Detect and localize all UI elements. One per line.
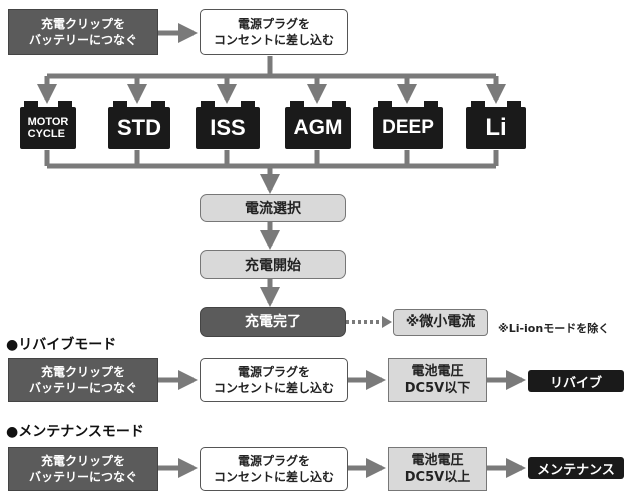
battery-icon <box>113 101 127 108</box>
battery-icon <box>241 101 255 108</box>
battery-label: MOTOR CYCLE <box>27 116 69 140</box>
battery-label: Li <box>485 114 507 141</box>
battery-iss: ISS <box>196 101 260 149</box>
li-ion-exclusion-note: ※Li-ionモードを除く <box>498 322 610 335</box>
battery-icon <box>290 101 304 108</box>
battery-icon <box>424 101 438 108</box>
battery-icon <box>378 101 392 108</box>
step-connect-clip: 充電クリップを バッテリーにつなぐ <box>8 9 158 55</box>
charge-complete-step: 充電完了 <box>200 307 346 337</box>
maintenance-step-plug-in: 電源プラグを コンセントに差し込む <box>200 447 348 491</box>
battery-icon <box>507 101 521 108</box>
trickle-current-step: ※微小電流 <box>393 309 488 336</box>
battery-icon <box>201 101 215 108</box>
battery-icon <box>151 101 165 108</box>
battery-label: DEEP <box>382 117 434 138</box>
battery-label: AGM <box>293 116 343 139</box>
battery-icon <box>24 101 38 108</box>
battery-std: STD <box>108 101 170 149</box>
battery-icon <box>332 101 346 108</box>
revive-voltage-condition: 電池電圧 DC5V以下 <box>388 358 487 402</box>
maintenance-result: メンテナンス <box>528 457 624 479</box>
step-plug-in: 電源プラグを コンセントに差し込む <box>200 9 348 55</box>
revive-step-plug-in: 電源プラグを コンセントに差し込む <box>200 358 348 402</box>
maintenance-mode-title: ●メンテナンスモード <box>6 424 144 440</box>
battery-label: STD <box>117 115 161 140</box>
revive-result: リバイブ <box>528 370 624 392</box>
battery-icon <box>471 101 485 108</box>
battery-deep: DEEP <box>373 101 443 149</box>
battery-icon <box>58 101 72 108</box>
maintenance-voltage-condition: 電池電圧 DC5V以上 <box>388 447 487 491</box>
revive-mode-title: ●リバイブモード <box>6 337 117 353</box>
charge-start-step: 充電開始 <box>200 250 346 279</box>
battery-label: ISS <box>210 115 246 140</box>
battery-agm: AGM <box>285 101 351 149</box>
current-select-step: 電流選択 <box>200 194 346 222</box>
battery-li: Li <box>466 101 526 149</box>
maintenance-step-connect-clip: 充電クリップを バッテリーにつなぐ <box>8 447 158 491</box>
revive-step-connect-clip: 充電クリップを バッテリーにつなぐ <box>8 358 158 402</box>
battery-motorcycle: MOTOR CYCLE <box>20 101 76 149</box>
